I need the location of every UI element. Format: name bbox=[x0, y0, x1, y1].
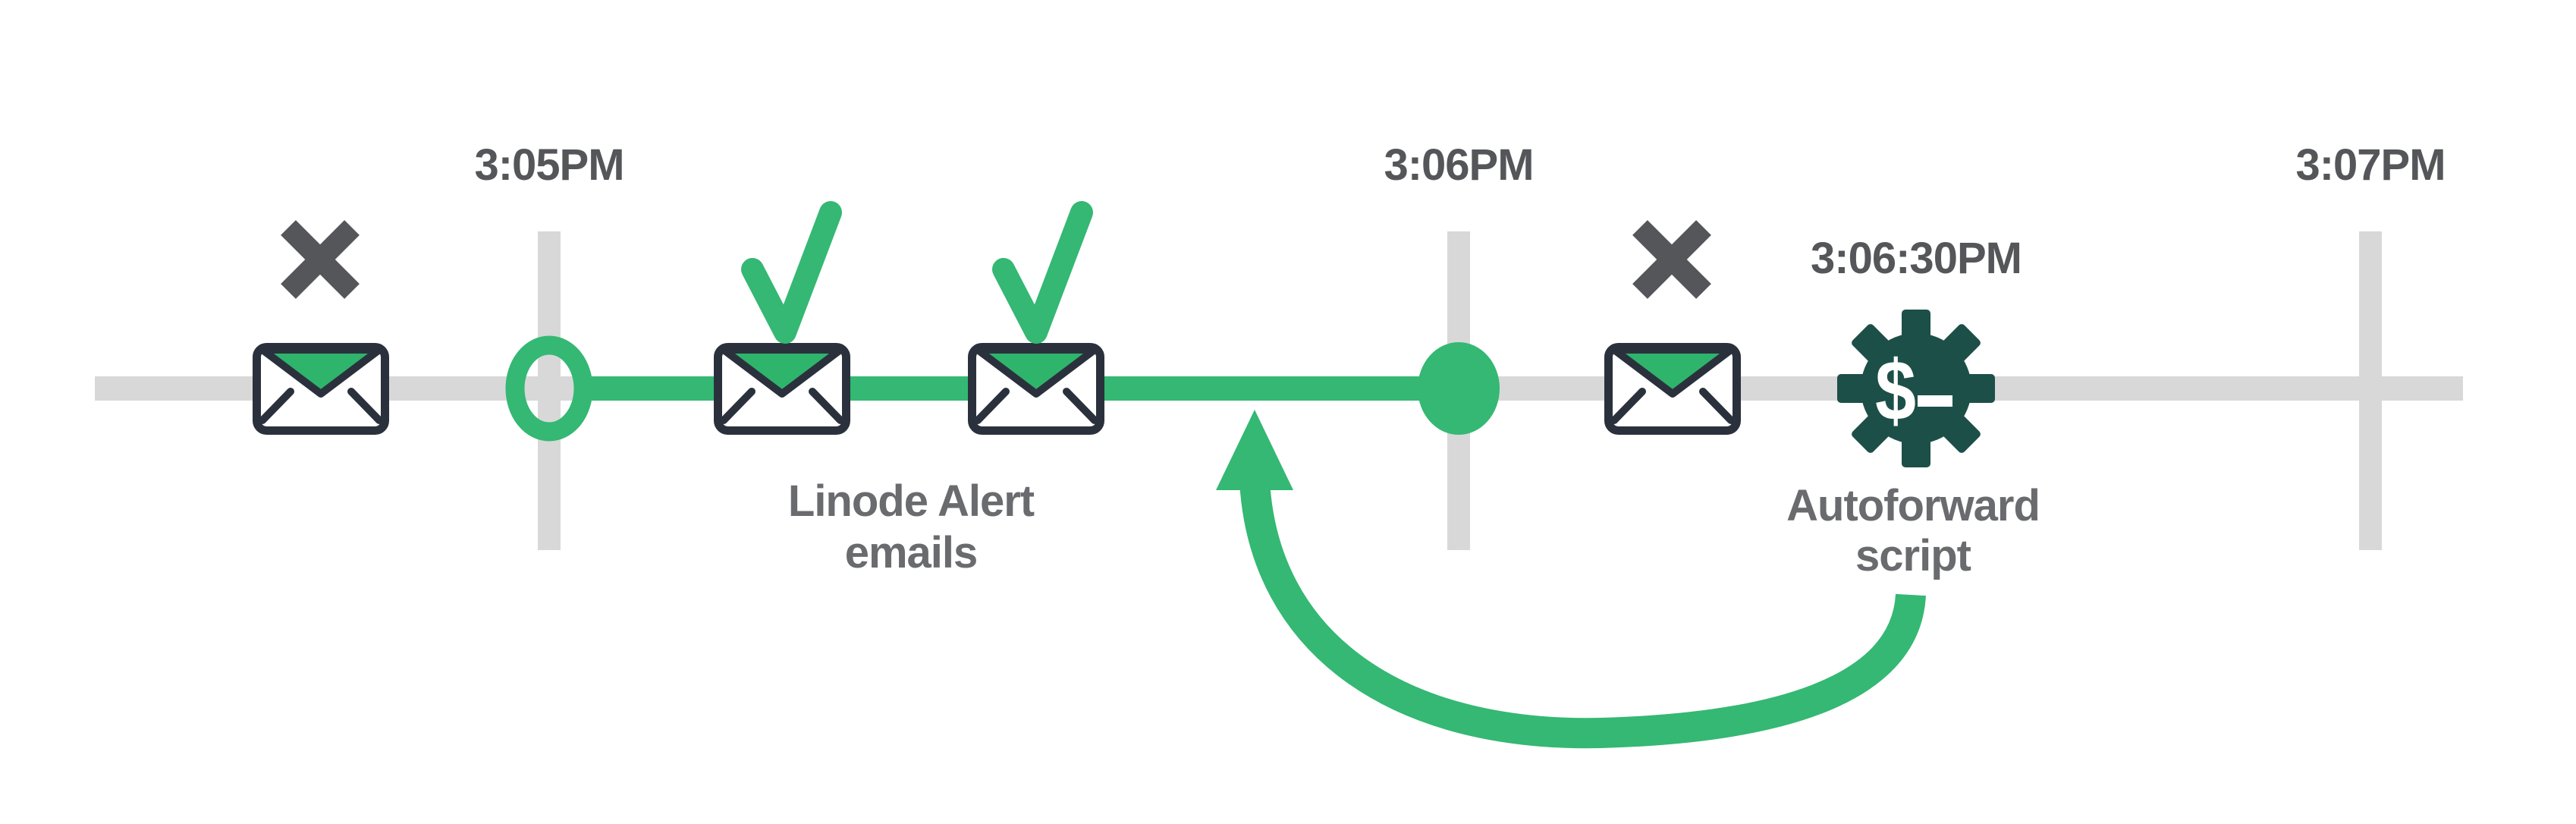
loop-arrow-shaft bbox=[1239, 480, 1926, 749]
loop-arrow-head bbox=[1216, 410, 1293, 490]
time-label-3-05pm: 3:05PM bbox=[474, 140, 624, 190]
x-mark-icon-2 bbox=[1632, 220, 1711, 299]
time-label-3-07pm: 3:07PM bbox=[2295, 140, 2445, 190]
time-label-3-06pm: 3:06PM bbox=[1384, 140, 1533, 190]
open-circle-marker bbox=[505, 335, 593, 442]
envelope-icon-blocked-1 bbox=[257, 348, 385, 431]
gear-dollar-icon: $ bbox=[1837, 310, 1995, 467]
x-mark-icon-1 bbox=[281, 220, 360, 299]
loop-arrow-icon bbox=[1216, 410, 1926, 749]
check-icon-2 bbox=[992, 201, 1093, 344]
check-icon-1 bbox=[741, 201, 842, 344]
filled-circle-marker bbox=[1418, 342, 1500, 435]
envelope-icon-blocked-2 bbox=[1609, 348, 1737, 431]
dollar-glyph: $ bbox=[1875, 343, 1916, 438]
envelope-icon-delivered-2 bbox=[972, 348, 1101, 431]
alert-caption-line2: emails bbox=[845, 528, 978, 577]
time-label-script: 3:06:30PM bbox=[1811, 234, 2022, 283]
script-caption-line1: Autoforward bbox=[1786, 481, 2040, 530]
alert-caption-line1: Linode Alert bbox=[788, 476, 1035, 526]
script-caption-line2: script bbox=[1855, 531, 1971, 580]
envelope-icon-delivered-1 bbox=[718, 348, 847, 431]
underscore-glyph bbox=[1918, 395, 1952, 407]
